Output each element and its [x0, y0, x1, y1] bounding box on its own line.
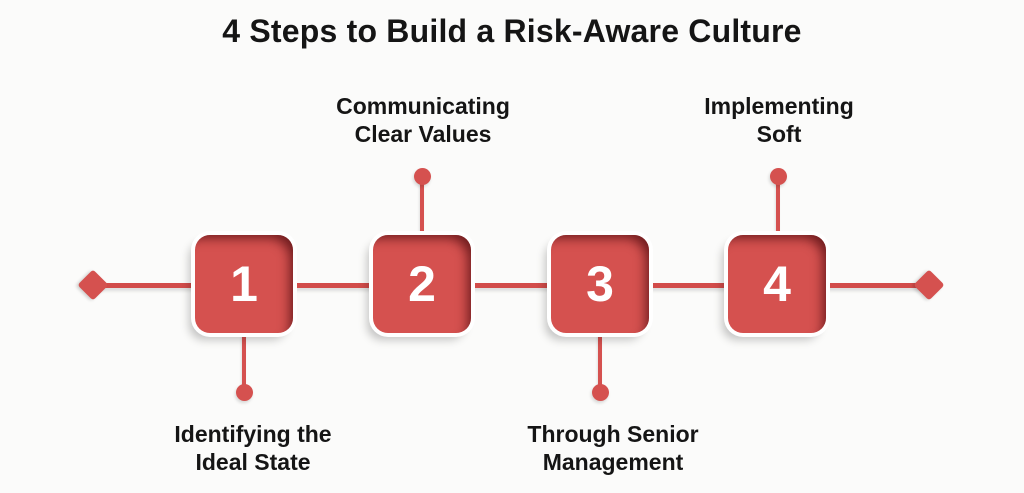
step-4-connector-dot — [770, 168, 787, 185]
step-4-connector-stem — [776, 174, 780, 235]
step-2-number: 2 — [408, 256, 436, 312]
timeline-end-diamond-icon — [913, 269, 945, 301]
timeline-line — [92, 283, 930, 288]
step-3-connector-stem — [598, 333, 602, 392]
step-4-number: 4 — [763, 256, 791, 312]
step-2-label: Communicating Clear Values — [336, 93, 510, 147]
step-1-label: Identifying the Ideal State — [174, 421, 332, 475]
step-1-square: 1 — [195, 235, 293, 333]
timeline-start-diamond-icon — [77, 269, 109, 301]
step-3-connector-dot — [592, 384, 609, 401]
step-1-number: 1 — [230, 256, 258, 312]
step-1-connector-dot — [236, 384, 253, 401]
step-3-number: 3 — [586, 256, 614, 312]
step-3-label: Through Senior Management — [527, 421, 699, 475]
step-1-connector-stem — [242, 333, 246, 392]
page-title: 4 Steps to Build a Risk-Aware Culture — [222, 13, 802, 49]
step-4-square: 4 — [728, 235, 826, 333]
step-4-label: Implementing Soft — [704, 93, 854, 147]
step-2-connector-dot — [414, 168, 431, 185]
step-3-square: 3 — [551, 235, 649, 333]
step-2-square: 2 — [373, 235, 471, 333]
step-2-connector-stem — [420, 174, 424, 235]
